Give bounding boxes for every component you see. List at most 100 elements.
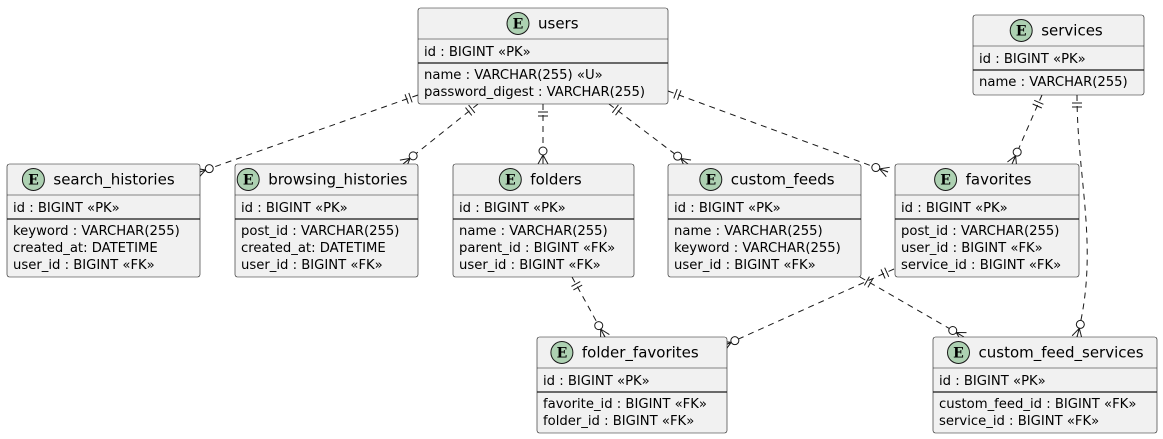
crow-foot-prong [542,154,549,165]
cardinality-one-bar [677,90,682,101]
crow-foot-prong [879,166,890,170]
entity-box [452,163,635,278]
relation-line [859,276,965,338]
primary-key-row: id : BIGINT «PK» [13,201,120,216]
crow-foot-prong [680,158,692,161]
relation-line [1076,94,1088,338]
cardinality-one-bar [573,284,583,291]
cardinality-zero-circle [673,151,683,161]
crow-foot-prong [537,154,544,165]
entity-badge-letter: E [557,346,568,362]
cardinality-one-bar [863,276,870,286]
entity-badge-letter: E [953,346,964,362]
crow-foot-prong [1071,327,1080,337]
attribute-row: name : VARCHAR(255) [674,224,823,239]
attribute-row: keyword : VARCHAR(255) [13,224,180,239]
entity-title: favorites [966,171,1032,189]
cardinality-one-bar [880,269,886,279]
attribute-row: name : VARCHAR(255) «U» [424,68,603,83]
cardinality-zero-circle [1075,319,1085,329]
attribute-row: user_id : BIGINT «FK» [459,258,601,273]
entity-badge-letter: E [243,173,254,189]
relation-line [722,268,895,347]
attribute-row: folder_id : BIGINT «FK» [543,414,694,429]
relation-users-to-search-histories [195,92,419,179]
entity-title: search_histories [53,171,174,190]
attribute-row: password_digest : VARCHAR(255) [424,85,645,100]
relation-favorites-to-folder-favorites [720,267,895,351]
crow-foot-prong [1076,328,1080,338]
attribute-row: user_id : BIGINT «FK» [674,258,816,273]
entity-box [667,163,862,278]
attribute-row: created_at: DATETIME [241,241,386,256]
primary-key-row: id : BIGINT «PK» [674,201,781,216]
attribute-row: service_id : BIGINT «FK» [901,258,1061,273]
entity-box [932,336,1158,434]
entity-badge-icon [236,168,260,191]
cardinality-one-bar [465,107,473,116]
entity-box [6,163,201,278]
primary-key-row: id : BIGINT «PK» [543,374,650,389]
crow-foot-prong [680,158,689,165]
attribute-row: user_id : BIGINT «FK» [13,258,155,273]
crow-foot-prong [600,328,606,338]
crow-foot-prong [879,168,887,178]
entity-badge-icon [498,168,522,191]
cardinality-zero-circle [871,163,881,173]
cardinality-one-bar [611,104,619,114]
entity-badge-icon [21,168,45,191]
cardinality-one-bar [571,281,581,287]
cardinality-zero-circle [730,336,740,346]
entity-title: folder_favorites [582,344,699,363]
entity-title: custom_feed_services [979,344,1144,363]
cardinality-zero-circle [948,326,958,336]
attribute-row: name : VARCHAR(255) [459,224,608,239]
primary-key-row: id : BIGINT «PK» [424,45,531,60]
entity-badge-icon [699,168,723,191]
attribute-row: user_id : BIGINT «FK» [901,241,1043,256]
relation-custom-feeds-to-custom-feed-services [859,276,967,342]
attribute-row: post_id : VARCHAR(255) [901,224,1059,239]
crow-foot-prong [399,157,411,161]
entity-badge-letter: E [513,17,524,33]
relation-services-to-custom-feed-services [1071,94,1088,339]
relations-layer [195,88,1088,351]
crow-foot-prong [879,168,889,173]
attribute-row: favorite_id : BIGINT «FK» [543,397,707,412]
attribute-row: parent_id : BIGINT «FK» [459,241,615,256]
entity-badge-letter: E [705,173,716,189]
crow-foot-prong [600,328,610,336]
cardinality-one-bar [468,104,476,114]
attribute-row: custom_feed_id : BIGINT «FK» [939,397,1136,412]
crow-foot-prong [1007,155,1016,163]
primary-key-row: id : BIGINT «PK» [241,201,348,216]
primary-key-row: id : BIGINT «PK» [459,201,566,216]
attribute-row: keyword : VARCHAR(255) [674,241,841,256]
cardinality-zero-circle [408,151,418,161]
entity-badge-icon [1009,19,1033,42]
entity-title: users [538,15,579,33]
cardinality-zero-circle [594,321,604,331]
cardinality-one-bar [673,88,678,99]
primary-key-row: id : BIGINT «PK» [939,374,1046,389]
crow-foot-prong [1078,328,1083,339]
relation-line [667,90,889,173]
attribute-row: service_id : BIGINT «FK» [939,414,1099,429]
entity-title: services [1041,22,1103,40]
entity-title: custom_feeds [731,171,835,190]
crow-foot-prong [402,157,411,165]
attribute-row: user_id : BIGINT «FK» [241,258,383,273]
relation-users-to-favorites [667,88,890,178]
entity-title: browsing_histories [268,171,407,190]
relation-users-to-custom-feeds [608,103,692,169]
cardinality-zero-circle [204,164,214,174]
cardinality-one-bar [884,267,890,278]
entity-box [536,336,728,434]
